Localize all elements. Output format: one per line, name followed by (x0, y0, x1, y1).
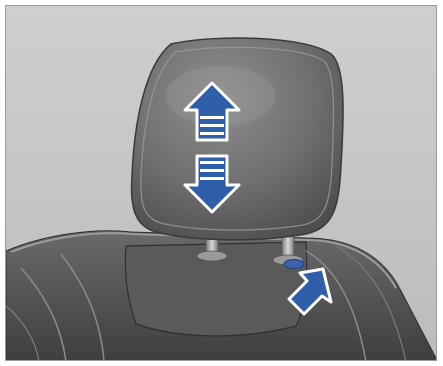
seat-back (6, 230, 436, 360)
headrest-up-arrow-icon (183, 81, 241, 142)
headrest-down-arrow-icon (183, 154, 241, 214)
headrest (130, 37, 344, 241)
release-button-pointer-icon (287, 267, 333, 316)
illustration-canvas (6, 6, 436, 360)
headrest-adjustment-illustration (5, 5, 437, 361)
headrest-release-button (283, 259, 305, 269)
